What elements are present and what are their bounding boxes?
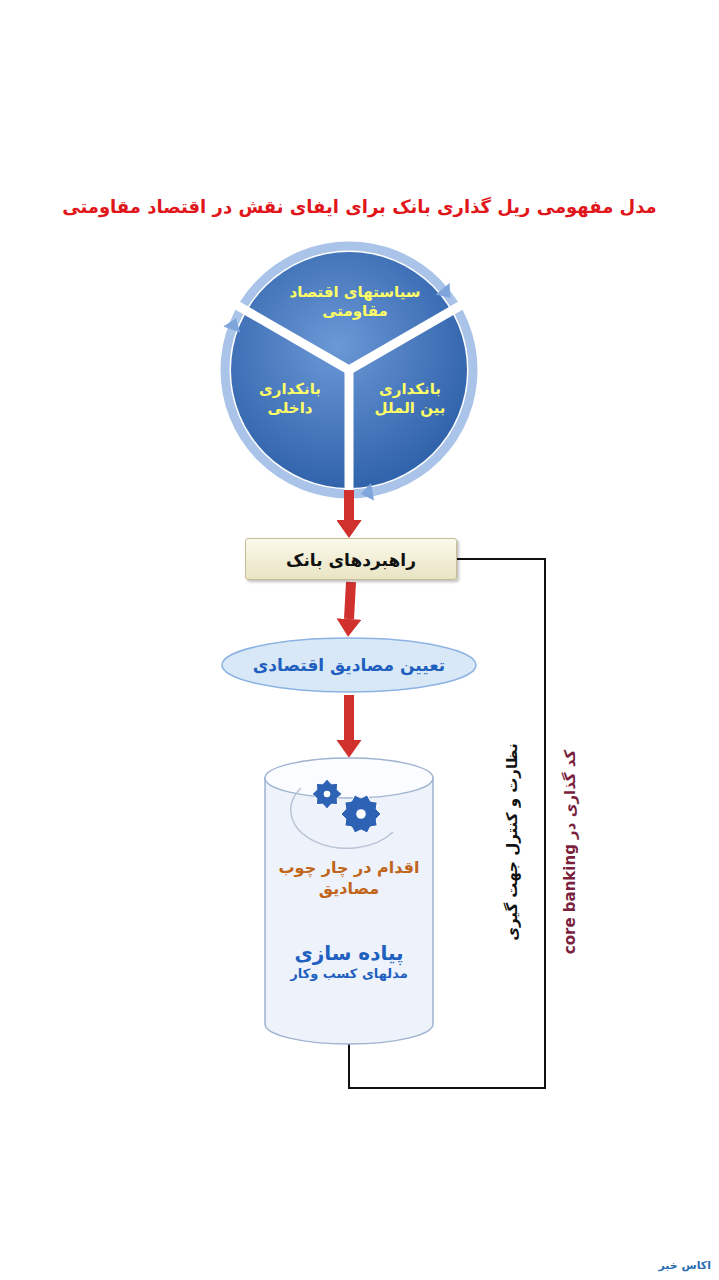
ellipse-node: تعیین مصادیق اقتصادی <box>221 637 477 693</box>
node-text: مدلهای کسب وکار <box>278 966 420 983</box>
node-text: سیاستهای اقتصاد مقاومتی <box>285 283 425 322</box>
gear-icon <box>341 795 381 833</box>
gear-hub <box>324 791 331 798</box>
watermark: اکاس خبر <box>658 1259 711 1272</box>
gear-icon <box>312 779 342 809</box>
separators <box>223 283 461 501</box>
rim-arrowhead <box>223 318 240 332</box>
flow-arrow <box>349 582 351 619</box>
flow-arrow <box>344 695 354 740</box>
text-holder: بانکداری بین الملل <box>364 380 456 419</box>
node-text: بانکداری بین الملل <box>364 380 456 419</box>
text-holder: بانکداری داخلی <box>244 380 336 419</box>
domestic-sector: بانکداری داخلی <box>244 380 336 419</box>
edge-label: نظارت و کنترل جهت گیری <box>503 743 521 941</box>
cylinder-node: اقدام در چار چوب مصادیق پیاده سازیمدلهای … <box>264 758 434 1044</box>
vertical-note: کد گذاری در core banking <box>561 750 579 954</box>
flow-arrow <box>344 490 354 520</box>
text-holder: تعیین مصادیق اقتصادی <box>221 637 477 693</box>
sector-separator <box>345 370 354 500</box>
ellipse-shape <box>222 638 476 692</box>
node-text: تعیین مصادیق اقتصادی <box>233 654 465 676</box>
node-text: راهبردهای بانک <box>258 549 444 571</box>
node-text: اقدام در چار چوب مصادیق <box>278 858 420 900</box>
international-sector: بانکداری بین الملل <box>364 380 456 419</box>
rim-arrowhead <box>436 283 451 298</box>
node-text: پیاده سازی <box>278 940 420 966</box>
strategy-box: راهبردهای بانک <box>245 538 457 580</box>
gear-hub <box>356 809 366 819</box>
diagram-title: مدل مفهومی ریل گذاری بانک برای ایفای نقش… <box>0 196 719 217</box>
cylinder-outline <box>264 758 434 1044</box>
text-holder: سیاستهای اقتصاد مقاومتی <box>285 283 425 322</box>
text-holder: راهبردهای بانک <box>246 539 456 581</box>
policy-sector: سیاستهای اقتصاد مقاومتی <box>285 283 425 322</box>
rim-arrowhead <box>361 483 374 501</box>
gear-arc <box>291 788 393 848</box>
cylinder-top <box>265 758 433 798</box>
node-text: بانکداری داخلی <box>244 380 336 419</box>
text-holder: اقدام در چار چوب مصادیق پیاده سازیمدلهای … <box>264 758 434 982</box>
flow-arrow <box>344 490 354 520</box>
cylinder-body <box>265 778 433 1044</box>
